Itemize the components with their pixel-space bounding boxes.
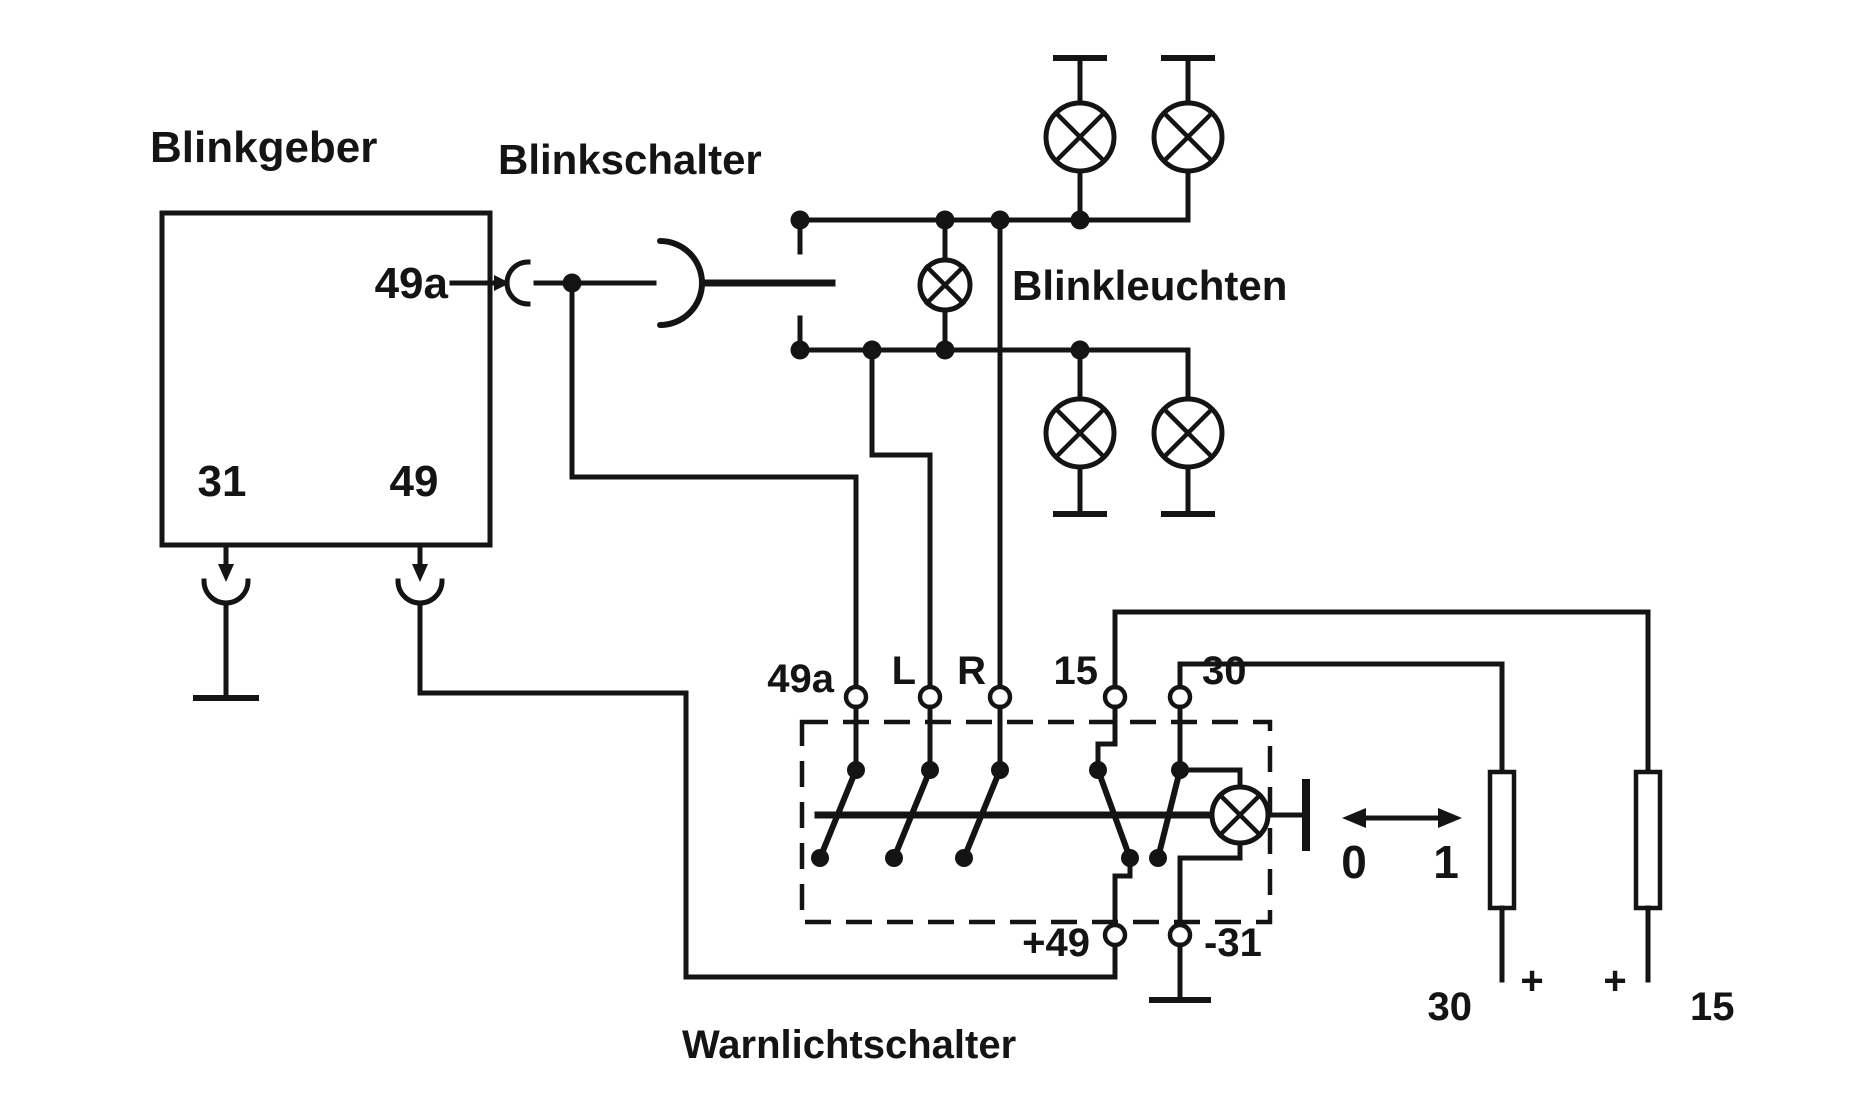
flasher-title-label: Blinkgeber [150,123,377,172]
turn-signal-switch: Blinkschalter [498,136,836,353]
flasher-unit: Blinkgeber 49a 31 49 [150,123,531,701]
terminal-socket-49-icon [395,542,445,606]
hazard-switch-title-label: Warnlichtschalter [682,1023,1016,1067]
position-0-label: 0 [1341,836,1367,888]
hazard-terminal-r-label: R [957,649,986,693]
direction-arrow [1342,808,1462,828]
hazard-terminal-plus49 [1102,922,1128,948]
terminal-socket-31-icon [201,542,251,606]
hazard-box [799,719,1273,925]
fuse-30-symbol [1487,769,1517,911]
indicator-lamp-symbol [917,217,973,353]
wire-30-supply [1177,661,1505,775]
hazard-terminal-30 [1167,684,1193,710]
wire-49-to-plus49 [417,600,1118,980]
hazard-terminal-l [917,684,943,710]
wire-l-feed [869,347,933,690]
flasher-box [159,210,493,548]
switch-contact-arc [657,238,705,328]
position-1-label: 1 [1433,836,1459,888]
flasher-terminal-49a-label: 49a [375,259,449,308]
fuse-15-symbol [1633,769,1663,911]
blinker-lamp-symbol-top-2 [1151,55,1225,223]
hazard-terminal-l-label: L [892,649,916,693]
lamps-title-label: Blinkleuchten [1012,262,1287,309]
wire-plus49-pickup [1112,855,1133,928]
fuse-30-plus-sign: + [1520,959,1543,1003]
hazard-terminal-49a [843,684,869,710]
hazard-terminal-minus31 [1167,922,1193,948]
hazard-terminal-15 [1102,684,1128,710]
hazard-terminal-49a-label: 49a [767,657,834,701]
terminal-socket-49a-icon [449,259,531,307]
fuse-15-plus-sign: + [1603,959,1626,1003]
ground-symbol-minus31 [1149,942,1211,1003]
supply-circuit: + 15 30 + [1112,609,1735,1029]
hazard-terminal-plus49-label: +49 [1022,921,1090,965]
turn-switch-title-label: Blinkschalter [498,136,762,183]
hazard-terminal-r [987,684,1013,710]
blinker-lamp-symbol-bottom-1 [1043,347,1117,517]
blinker-lamp-symbol-bottom-2 [1151,347,1225,517]
wire-15-supply [1112,609,1651,775]
wiring [417,217,1118,980]
blinker-lamp-symbol-top-1 [1043,55,1117,223]
flasher-terminal-31-label: 31 [198,457,247,506]
hazard-switch: Warnlichtschalter 49a L R 15 30 [682,649,1462,1067]
hazard-terminal-30-label: 30 [1202,649,1247,693]
wire-49a-to-hazard [569,280,859,690]
hazard-pilot-lamp-symbol [1177,767,1271,928]
fuse-15-label: 15 [1690,985,1735,1029]
hazard-terminal-15-label: 15 [1054,649,1099,693]
flasher-terminal-49-label: 49 [390,457,439,506]
ground-symbol-31 [193,600,259,701]
hazard-terminal-minus31-label: -31 [1204,921,1262,965]
fuse-30-label: 30 [1428,985,1473,1029]
lamp-buses: Blinkleuchten [790,55,1287,517]
